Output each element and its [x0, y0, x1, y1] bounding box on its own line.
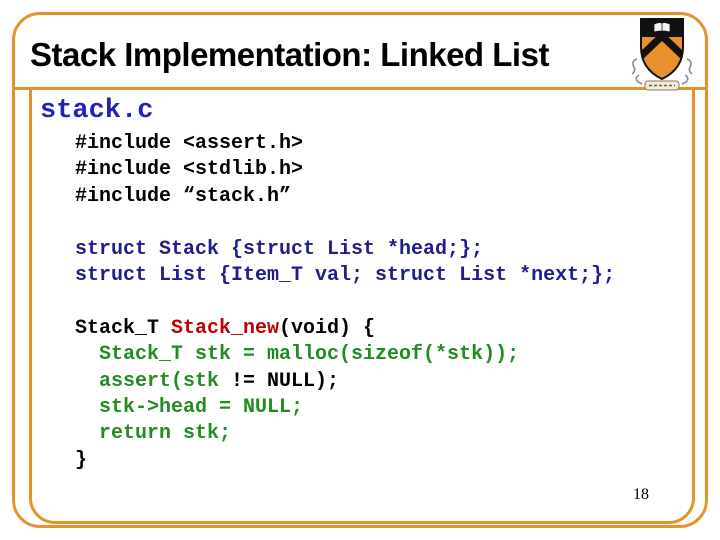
code-segment: Stack_new [171, 316, 280, 340]
page-title: Stack Implementation: Linked List [30, 36, 549, 73]
code-line: assert(stk != NULL); [75, 369, 615, 395]
code-segment: #include “stack.h” [75, 184, 292, 208]
code-line: Stack_T Stack_new(void) { [75, 316, 615, 342]
code-file-heading: stack.c [40, 96, 154, 126]
code-line: stk->head = NULL; [75, 395, 615, 421]
content-box [29, 87, 695, 524]
code-line: struct List {Item_T val; struct List *ne… [75, 263, 615, 289]
code-block: #include <assert.h> #include <stdlib.h>#i… [75, 131, 615, 474]
code-line: #include <stdlib.h> [75, 157, 615, 183]
code-segment: (void) { [279, 316, 376, 340]
code-line [75, 210, 615, 236]
code-line: struct Stack {struct List *head;}; [75, 237, 615, 263]
code-line: #include “stack.h” [75, 184, 615, 210]
page-number: 18 [633, 486, 649, 503]
princeton-shield-icon [629, 13, 695, 95]
code-segment: assert(stk [75, 369, 232, 393]
code-segment: } [75, 448, 88, 472]
code-line [75, 289, 615, 315]
code-line: #include <assert.h> [75, 131, 615, 157]
code-line: return stk; [75, 421, 615, 447]
code-segment: Stack_T stk = malloc(sizeof(*stk)); [75, 343, 520, 367]
code-segment: #include <stdlib.h> [75, 158, 304, 182]
code-segment: return stk; [75, 422, 232, 446]
code-segment: stk->head = NULL; [75, 395, 304, 419]
code-segment: != NULL); [231, 369, 340, 393]
code-segment: #include <assert.h> [75, 132, 304, 155]
code-line: } [75, 448, 615, 474]
code-segment: struct Stack {struct List *head;}; [75, 237, 484, 261]
code-segment: Stack_T [75, 316, 172, 340]
code-line: Stack_T stk = malloc(sizeof(*stk)); [75, 342, 615, 368]
code-segment: struct List {Item_T val; struct List *ne… [75, 263, 616, 287]
